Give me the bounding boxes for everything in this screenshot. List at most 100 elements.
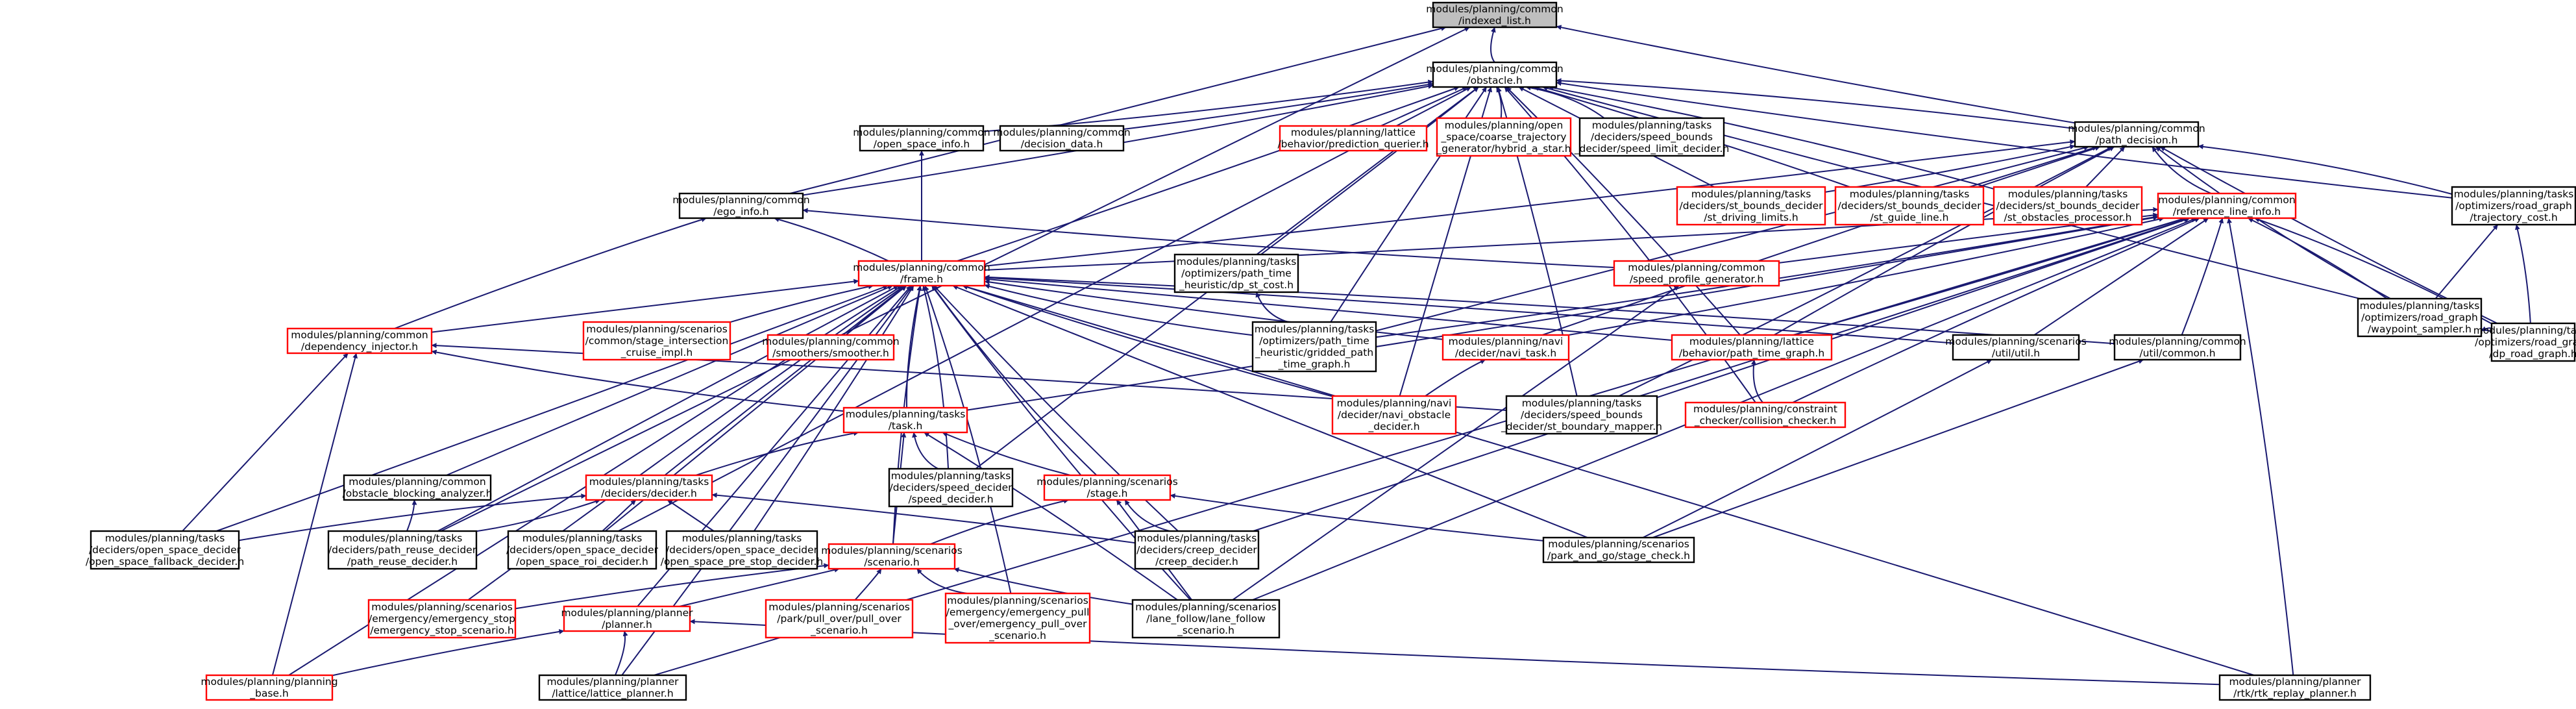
node-open_space_pre_stop_decider[interactable]: modules/planning/tasks/deciders/open_spa… xyxy=(661,530,824,570)
node-open_space_roi_decider[interactable]: modules/planning/tasks/deciders/open_spa… xyxy=(506,530,659,570)
node-creep_decider[interactable]: modules/planning/tasks/deciders/creep_de… xyxy=(1134,530,1260,570)
node-label-line: /st_guide_line.h xyxy=(1871,212,1949,224)
node-obstacle_blocking_analyzer[interactable]: modules/planning/common/obstacle_blockin… xyxy=(343,474,493,501)
node-navi_obstacle_decider[interactable]: modules/planning/navi/decider/navi_obsta… xyxy=(1331,395,1457,435)
node-stage[interactable]: modules/planning/scenarios/stage.h xyxy=(1037,474,1178,501)
node-label-line: /speed_profile_generator.h xyxy=(1630,273,1763,286)
node-label-line: /stage.h xyxy=(1087,488,1128,499)
edge-stage_check-to-util_util xyxy=(1642,359,1993,538)
node-label-line: modules/planning/planning xyxy=(201,676,337,688)
node-frame[interactable]: modules/planning/common/frame.h xyxy=(853,260,990,287)
node-label-line: /path_reuse_decider.h xyxy=(347,556,458,568)
node-label-line: modules/planning/tasks xyxy=(891,470,1011,482)
node-prediction_querier[interactable]: modules/planning/lattice/behavior/predic… xyxy=(1277,125,1429,152)
node-util_util[interactable]: modules/planning/scenarios/util/util.h xyxy=(1945,334,2087,361)
node-obstacle[interactable]: modules/planning/common/obstacle.h xyxy=(1426,61,1564,88)
node-label-line: modules/planning/common xyxy=(672,194,809,206)
node-label-line: modules/planning/tasks xyxy=(2360,300,2480,312)
node-label-line: /deciders/creep_decider xyxy=(1136,544,1257,556)
node-planning_base[interactable]: modules/planning/planning_base.h xyxy=(201,674,338,701)
node-label-line: /common/stage_intersection xyxy=(585,335,729,347)
node-label-line: /obstacle_blocking_analyzer.h xyxy=(343,488,493,500)
node-emergency_stop_scenario[interactable]: modules/planning/scenarios/emergency/eme… xyxy=(367,599,517,639)
edge-open_space_roi_decider-to-decider xyxy=(602,499,637,532)
node-dependency_injector[interactable]: modules/planning/common/dependency_injec… xyxy=(286,327,433,354)
node-box xyxy=(1134,530,1260,570)
node-stage_check[interactable]: modules/planning/scenarios/park_and_go/s… xyxy=(1542,536,1695,564)
edge-waypoint_sampler-to-path_decision xyxy=(2155,146,2391,299)
edge-open_space_roi_decider-to-obstacle xyxy=(618,86,1471,532)
node-label-line: modules/planning/scenarios xyxy=(768,601,910,613)
node-label-line: /optimizers/road_graph xyxy=(2455,200,2572,212)
node-label-line: _scenario.h xyxy=(810,625,868,637)
node-label-line: modules/planning/scenarios xyxy=(1135,601,1277,613)
node-st_driving_limits[interactable]: modules/planning/tasks/deciders/st_bound… xyxy=(1676,186,1826,226)
node-rtk_replay_planner[interactable]: modules/planning/planner/rtk/rtk_replay_… xyxy=(2218,674,2372,701)
edge-navi_obstacle_decider-to-frame xyxy=(963,284,1333,397)
node-label-line: /open_space_pre_stop_decider.h xyxy=(661,556,824,568)
node-label-line: modules/planning/scenarios xyxy=(371,601,513,613)
node-dp_road_graph[interactable]: modules/planning/tasks/optimizers/road_g… xyxy=(2473,322,2576,362)
edge-open_space_fallback_decider-to-decider xyxy=(238,493,587,541)
node-label-line: /optimizers/path_time xyxy=(1181,267,1292,280)
node-box xyxy=(1173,253,1299,293)
node-box xyxy=(1684,401,1846,429)
node-decision_data[interactable]: modules/planning/common/decision_data.h xyxy=(993,125,1131,152)
node-stage_intersection_cruise_impl[interactable]: modules/planning/scenarios/common/stage_… xyxy=(582,321,731,361)
node-waypoint_sampler[interactable]: modules/planning/tasks/optimizers/road_g… xyxy=(2357,297,2483,338)
node-planner[interactable]: modules/planning/planner/planner.h xyxy=(561,605,693,632)
node-dp_st_cost[interactable]: modules/planning/tasks/optimizers/path_t… xyxy=(1173,253,1299,293)
node-reference_line_info[interactable]: modules/planning/common/reference_line_i… xyxy=(2157,192,2297,219)
node-st_guide_line[interactable]: modules/planning/tasks/deciders/st_bound… xyxy=(1834,186,1985,226)
node-indexed_list[interactable]: modules/planning/common/indexed_list.h xyxy=(1426,1,1564,29)
node-label-line: _decider/st_boundary_mapper.h xyxy=(1501,421,1662,433)
node-label-line: /behavior/prediction_querier.h xyxy=(1277,138,1429,151)
node-open_space_fallback_decider[interactable]: modules/planning/tasks/deciders/open_spa… xyxy=(86,530,244,570)
node-box xyxy=(1505,395,1658,435)
node-gridded_path_time_graph[interactable]: modules/planning/tasks/optimizers/path_t… xyxy=(1251,321,1377,373)
node-pull_over_scenario[interactable]: modules/planning/scenarios/park/pull_ove… xyxy=(765,599,914,639)
node-box xyxy=(767,334,895,361)
node-lattice_planner[interactable]: modules/planning/planner/lattice/lattice… xyxy=(538,674,687,701)
node-label-line: /path_decision.h xyxy=(2096,134,2178,147)
node-speed_limit_decider[interactable]: modules/planning/tasks/deciders/speed_bo… xyxy=(1574,117,1730,157)
node-open_space_info[interactable]: modules/planning/common/open_space_info.… xyxy=(853,125,990,152)
node-ego_info[interactable]: modules/planning/common/ego_info.h xyxy=(672,192,810,219)
node-scenario[interactable]: modules/planning/scenarios/scenario.h xyxy=(821,543,963,570)
edge-obstacle-to-indexed_list xyxy=(1490,27,1496,63)
node-box xyxy=(2218,674,2372,701)
node-box xyxy=(1279,125,1428,152)
node-label-line: _checker/collision_checker.h xyxy=(1694,415,1836,427)
node-decider[interactable]: modules/planning/tasks/deciders/decider.… xyxy=(585,474,713,501)
node-box xyxy=(2157,192,2297,219)
node-collision_checker[interactable]: modules/planning/constraint_checker/coll… xyxy=(1684,401,1846,429)
edge-gridded_path_time_graph-to-path_decision xyxy=(1375,145,2089,332)
node-smoother[interactable]: modules/planning/common/smoothers/smooth… xyxy=(762,334,900,361)
node-navi_task[interactable]: modules/planning/navi/decider/navi_task.… xyxy=(1441,334,1570,361)
edge-pull_over_scenario-to-scenario xyxy=(854,568,882,601)
node-st_boundary_mapper[interactable]: modules/planning/tasks/deciders/speed_bo… xyxy=(1501,395,1662,435)
node-label-line: /indexed_list.h xyxy=(1458,15,1531,27)
edge-path_reuse_decider-to-decider xyxy=(476,499,601,532)
edge-task-to-frame xyxy=(905,285,922,408)
node-util_common[interactable]: modules/planning/common/util/common.h xyxy=(2109,334,2246,361)
node-label-line: /optimizers/path_time xyxy=(1259,335,1369,347)
edge-speed_decider-to-task xyxy=(912,432,938,469)
node-emergency_pull_over_scenario[interactable]: modules/planning/scenarios/emergency/eme… xyxy=(944,592,1091,644)
node-label-line: /trajectory_cost.h xyxy=(2470,212,2557,224)
node-path_time_graph[interactable]: modules/planning/lattice/behavior/path_t… xyxy=(1671,334,1833,361)
node-path_reuse_decider[interactable]: modules/planning/tasks/deciders/path_reu… xyxy=(327,530,478,570)
node-lane_follow_scenario[interactable]: modules/planning/scenarios/lane_follow/l… xyxy=(1131,599,1281,639)
node-label-line: /park/pull_over/pull_over xyxy=(777,613,902,625)
node-speed_profile_generator[interactable]: modules/planning/common/speed_profile_ge… xyxy=(1613,260,1780,287)
node-trajectory_cost[interactable]: modules/planning/tasks/optimizers/road_g… xyxy=(2451,186,2576,226)
node-hybrid_a_star[interactable]: modules/planning/open_space/coarse_traje… xyxy=(1436,117,1572,157)
node-label-line: _base.h xyxy=(249,688,288,700)
node-speed_decider[interactable]: modules/planning/tasks/deciders/speed_de… xyxy=(888,467,1014,508)
node-path_decision[interactable]: modules/planning/common/path_decision.h xyxy=(2068,121,2205,148)
edge-path_time_graph-to-frame xyxy=(984,277,1673,342)
node-st_obstacles_processor[interactable]: modules/planning/tasks/deciders/st_bound… xyxy=(1993,186,2143,226)
node-label-line: modules/planning/tasks xyxy=(105,532,225,544)
node-box xyxy=(507,530,657,570)
node-task[interactable]: modules/planning/tasks/task.h xyxy=(842,406,968,434)
